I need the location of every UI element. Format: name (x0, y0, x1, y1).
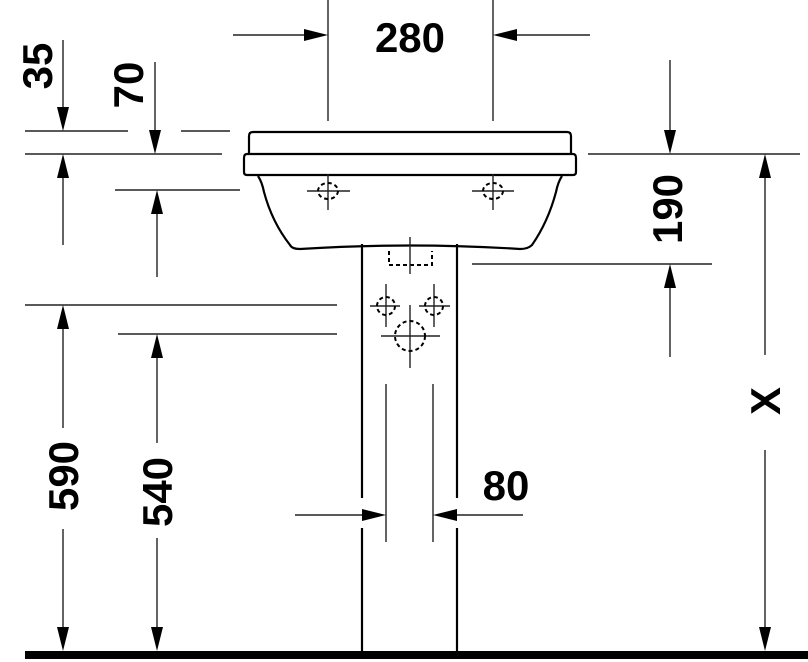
waste-outlet (388, 237, 433, 274)
dim-540: 540 (118, 333, 337, 651)
svg-text:590: 590 (40, 441, 87, 511)
svg-text:540: 540 (134, 457, 181, 527)
dim-280: 280 (233, 0, 590, 121)
dim-80: 80 (295, 462, 529, 521)
floor-line (25, 651, 808, 659)
tap-hole-left (307, 174, 350, 210)
svg-text:35: 35 (14, 43, 61, 90)
dim-x: X (742, 154, 789, 651)
supply-right (419, 284, 450, 327)
dim-35: 35 (14, 40, 230, 245)
drain-connection (381, 305, 440, 368)
svg-text:X: X (742, 387, 789, 415)
svg-text:80: 80 (483, 462, 530, 509)
basin (242, 130, 578, 251)
supply-left (370, 284, 400, 327)
tap-hole-right (472, 174, 514, 210)
svg-text:190: 190 (644, 174, 691, 244)
svg-text:70: 70 (105, 62, 152, 109)
svg-text:280: 280 (375, 14, 445, 61)
dim-70: 70 (105, 62, 240, 277)
dim-190: 190 (472, 60, 800, 357)
dim-590: 590 (25, 304, 337, 651)
